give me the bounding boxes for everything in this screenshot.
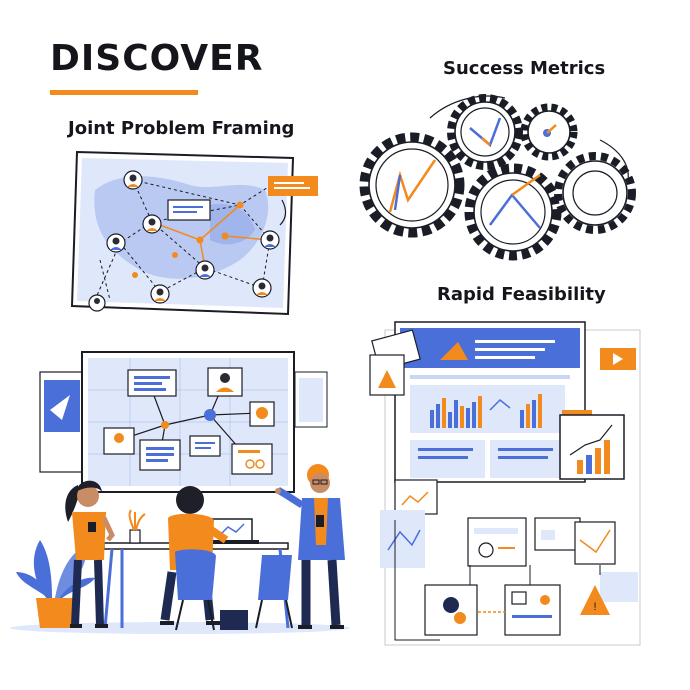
collaboration-board [39,351,328,493]
page-title: DISCOVER [50,38,264,79]
svg-text:!: ! [593,601,596,613]
woman-with-mug [65,480,115,628]
rapid-feasibility-dashboard: ! [369,321,641,646]
rapid-feasibility-heading: Rapid Feasibility [437,284,606,305]
empty-chair [255,555,293,629]
success-metrics-gears [359,94,636,261]
gear-right [554,152,636,234]
seated-person [160,486,229,631]
gear-top-right [520,103,578,161]
joint-problem-framing-heading: Joint Problem Framing [68,118,295,139]
person-avatars [88,170,280,312]
success-metrics-heading: Success Metrics [443,58,606,79]
presenter [275,464,345,629]
title-underline [50,90,198,95]
problem-framing-map [70,150,318,316]
bag [220,610,248,630]
gear-large-left [359,132,465,238]
gear-center [464,163,562,261]
gear-top-middle [447,94,523,170]
